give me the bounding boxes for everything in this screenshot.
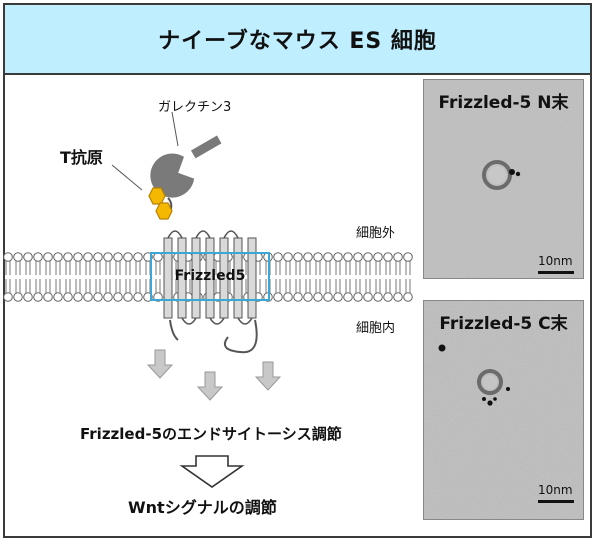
scale-label: 10nm: [538, 254, 573, 268]
galectin-pointer: [171, 111, 179, 147]
micrograph-c-term: Frizzled-5 C末 10nm: [423, 300, 584, 520]
receptor-label: Frizzled5: [174, 268, 246, 284]
intracellular-label: 細胞内: [356, 321, 396, 336]
scale-bar: [538, 271, 574, 274]
t-antigen-pointer: [111, 164, 143, 191]
micrograph-n-term: Frizzled-5 N末 10nm: [423, 79, 584, 279]
scale-bar: [538, 500, 574, 503]
wnt-label: Wntシグナルの調節: [128, 498, 277, 517]
galectin-label: ガレクチン3: [158, 100, 232, 115]
page-title: ナイーブなマウス ES 細胞: [158, 29, 437, 54]
extracellular-label: 細胞外: [356, 226, 396, 241]
receptor-box: [150, 252, 270, 301]
result-arrow-icon: [179, 455, 245, 488]
t-antigen-label: T抗原: [60, 148, 103, 167]
receptor-helices: [163, 230, 257, 325]
scale-label: 10nm: [538, 483, 573, 497]
endocytosis-label: Frizzled-5のエンドサイトーシス調節: [80, 425, 342, 443]
intracellular-loop: [169, 319, 179, 341]
micrograph-n-term-title: Frizzled-5 N末: [438, 93, 569, 113]
down-arrow-icon: [254, 361, 282, 391]
down-arrow-icon: [146, 349, 174, 379]
micrograph-c-term-title: Frizzled-5 C末: [439, 314, 568, 334]
micrograph-c-term-image: [423, 300, 584, 520]
title-bar: ナイーブなマウス ES 細胞: [5, 5, 590, 75]
down-arrow-icon: [196, 371, 224, 401]
transmembrane-helix: [247, 237, 257, 319]
galectin3-icon: [150, 135, 222, 198]
micrograph-n-term-image: [423, 79, 584, 279]
c-terminal-tail: [224, 319, 258, 354]
t-antigen-icon: [148, 187, 173, 220]
signal-arrows: [146, 349, 282, 401]
